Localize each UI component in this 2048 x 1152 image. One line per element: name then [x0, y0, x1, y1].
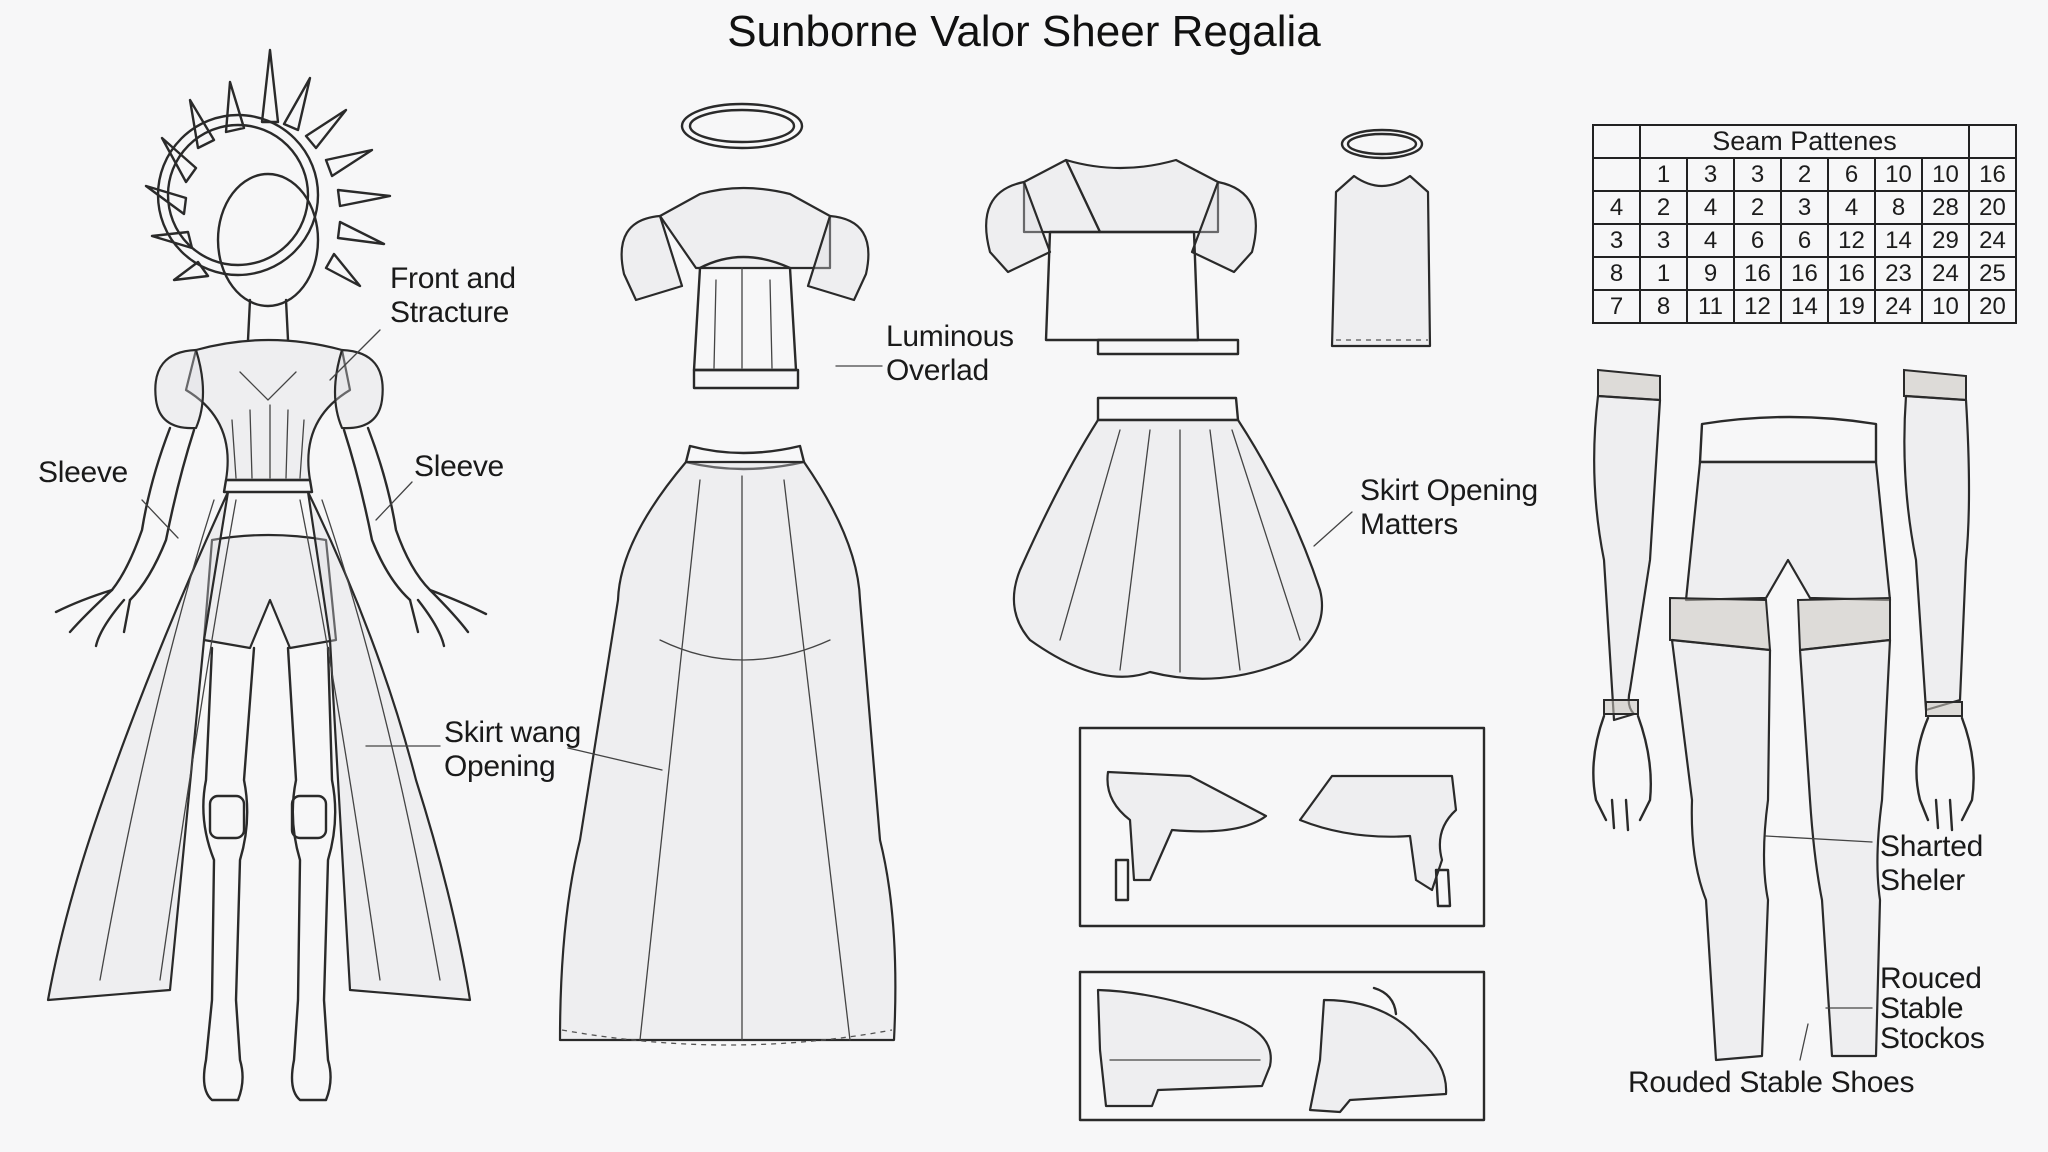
left-sheer-glove — [1592, 368, 1662, 832]
table-cell: 1 — [1639, 256, 1688, 291]
halo-icon — [680, 102, 804, 150]
short-skirt — [1012, 396, 1324, 680]
crop-top-with-puff-sleeves — [620, 186, 870, 390]
table-cell: 16 — [1827, 256, 1876, 291]
fitted-top — [985, 158, 1257, 356]
table-cell: 23 — [1874, 256, 1923, 291]
table-cell: 25 — [1968, 256, 2017, 291]
table-cell: 4 — [1592, 190, 1641, 225]
shoes-panel — [1078, 970, 1486, 1122]
table-title: Seam Pattenes — [1639, 124, 1970, 159]
label-sharted-sheler: Sharted Sheler — [1880, 830, 1983, 897]
table-cell: 24 — [1874, 289, 1923, 324]
table-header-empty — [1968, 124, 2017, 159]
table-cell: 3 — [1686, 157, 1735, 192]
sun-crown-icon — [144, 48, 392, 288]
table-cell: 10 — [1921, 157, 1970, 192]
table-cell: 28 — [1921, 190, 1970, 225]
label-rouced-stable-stockos: Rouced Stable Stockos — [1880, 962, 1985, 1055]
label-front-structure: Front and Stracture — [390, 262, 516, 329]
label-rouded-stable-shoes: Rouded Stable Shoes — [1628, 1066, 1915, 1099]
table-cell: 11 — [1686, 289, 1735, 324]
table-cell: 6 — [1733, 223, 1782, 258]
table-cell: 1 — [1639, 157, 1688, 192]
table-cell: 2 — [1733, 190, 1782, 225]
table-cell: 19 — [1827, 289, 1876, 324]
table-cell: 6 — [1827, 157, 1876, 192]
label-skirt-opening-matters: Skirt Opening Matters — [1360, 474, 1538, 541]
table-cell: 3 — [1592, 223, 1641, 258]
label-luminous-overlad: Luminous Overlad — [886, 320, 1014, 387]
table-cell: 16 — [1733, 256, 1782, 291]
sleeveless-top — [1330, 174, 1432, 348]
table-cell: 3 — [1780, 190, 1829, 225]
table-cell: 9 — [1686, 256, 1735, 291]
table-cell: 10 — [1921, 289, 1970, 324]
table-cell: 20 — [1968, 190, 2017, 225]
label-sleeve-right: Sleeve — [414, 450, 504, 483]
table-cell: 24 — [1921, 256, 1970, 291]
table-cell: 12 — [1733, 289, 1782, 324]
table-cell: 24 — [1968, 223, 2017, 258]
leader-lines-figure — [141, 329, 441, 747]
right-sheer-glove — [1903, 368, 1975, 832]
table-cell: 4 — [1827, 190, 1876, 225]
stockings-with-shorts — [1669, 415, 1892, 1062]
leader-lines-skirt — [567, 365, 883, 771]
table-cell: 4 — [1686, 190, 1735, 225]
table-cell: 4 — [1686, 223, 1735, 258]
table-header-row: Seam Pattenes — [1592, 124, 2017, 159]
table-cell: 8 — [1592, 256, 1641, 291]
table-cell: 16 — [1780, 256, 1829, 291]
label-skirt-wang-opening: Skirt wang Opening — [444, 716, 582, 783]
table-corner-cell — [1592, 124, 1641, 159]
table-cell: 10 — [1874, 157, 1923, 192]
mannequin-figure — [46, 48, 488, 1102]
table-cell: 16 — [1968, 157, 2017, 192]
table-cell: 14 — [1874, 223, 1923, 258]
table-cell: 3 — [1639, 223, 1688, 258]
table-cell: 8 — [1874, 190, 1923, 225]
table-cell: 2 — [1639, 190, 1688, 225]
table-cell: 8 — [1639, 289, 1688, 324]
leader-lines-short-skirt — [1313, 511, 1353, 547]
table-cell: 3 — [1733, 157, 1782, 192]
table-cell: 2 — [1780, 157, 1829, 192]
table-cell: 7 — [1592, 289, 1641, 324]
table-cell: 6 — [1780, 223, 1829, 258]
table-cell: 20 — [1968, 289, 2017, 324]
long-sheer-skirt — [558, 444, 897, 1046]
garter-shorts-panel — [1078, 726, 1486, 928]
halo-icon-small — [1340, 128, 1424, 160]
table-cell: 12 — [1827, 223, 1876, 258]
page-title: Sunborne Valor Sheer Regalia — [727, 7, 1321, 56]
leader-lines-stockings — [1765, 835, 1873, 1061]
table-cell — [1592, 157, 1641, 192]
label-sleeve-left: Sleeve — [38, 456, 128, 489]
table-cell: 29 — [1921, 223, 1970, 258]
table-cell: 14 — [1780, 289, 1829, 324]
